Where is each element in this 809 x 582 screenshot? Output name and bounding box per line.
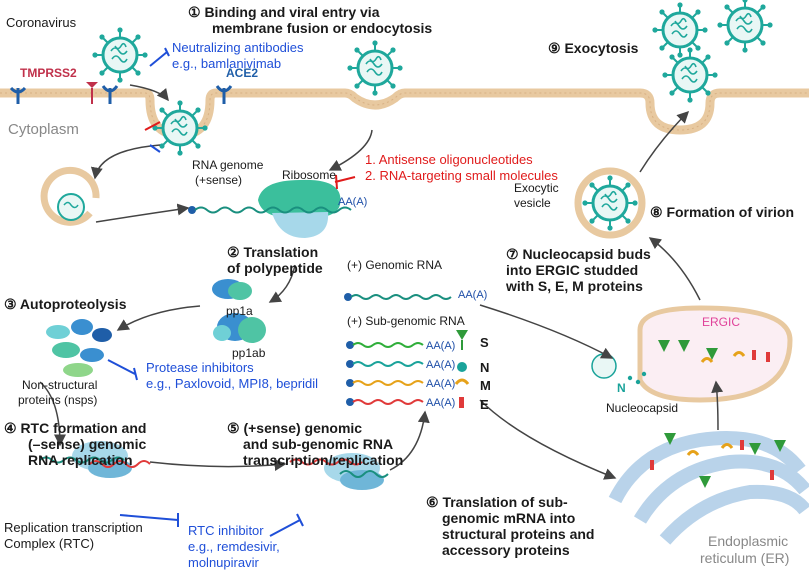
step6-title: ⑥ Translation of sub- xyxy=(426,494,568,510)
step1-title: ① Binding and viral entry via xyxy=(188,4,380,20)
er-label: Endoplasmic xyxy=(708,533,789,549)
step7-title-2: into ERGIC studded xyxy=(506,262,639,278)
subgenomic-polya-1: AA(A) xyxy=(426,340,456,352)
process-arrows xyxy=(39,84,724,480)
pp1a-protein-icon xyxy=(212,279,252,300)
released-virus-icon-2 xyxy=(715,0,775,55)
genomic-rna-label: (+) Genomic RNA xyxy=(347,258,443,272)
nsps-protein-icon xyxy=(46,319,112,377)
ace2-label: ACE2 xyxy=(226,66,259,80)
neutralizing-antibodies-label: Neutralizing antibodies xyxy=(172,40,304,55)
step4-title-2: (–sense) genomic xyxy=(28,436,147,452)
step2-title: ② Translation xyxy=(227,244,319,260)
inhibitor-symbols xyxy=(107,47,356,537)
coronavirus-icon xyxy=(90,25,150,85)
rtc-label-2: Complex (RTC) xyxy=(4,536,95,551)
pp1ab-label: pp1ab xyxy=(232,346,266,360)
step8-title: ⑧ Formation of virion xyxy=(650,204,794,220)
rna-genome-label: RNA genome xyxy=(192,158,264,172)
neutralizing-antibodies-example: e.g., bamlanivimab xyxy=(172,56,282,71)
rna-genome-sense: (+sense) xyxy=(195,173,243,187)
step4-title: ④ RTC formation and xyxy=(4,420,147,436)
released-virus-icon xyxy=(650,0,710,60)
protein-e-label: E xyxy=(480,397,489,412)
nsps-label: Non-structural xyxy=(22,378,98,392)
step9-title: ⑨ Exocytosis xyxy=(548,40,639,56)
subgenomic-rna-strands xyxy=(346,341,424,406)
step6-title-2: genomic mRNA into xyxy=(442,510,576,526)
exocytic-vesicle-label-2: vesicle xyxy=(514,196,551,210)
subgenomic-polya-3: AA(A) xyxy=(426,378,456,390)
step4-title-3: RNA replication xyxy=(28,452,133,468)
subgenomic-polya-2: AA(A) xyxy=(426,359,456,371)
structural-protein-legend xyxy=(454,330,470,408)
endosome-icon xyxy=(40,166,100,226)
rtc-complex-icon xyxy=(39,441,151,478)
exocytic-vesicle-icon xyxy=(574,167,646,239)
coronavirus-label: Coronavirus xyxy=(6,15,77,30)
fusing-virus-icon xyxy=(345,38,405,98)
ergic-icon xyxy=(637,305,793,403)
ace2-receptor xyxy=(101,85,233,104)
er-label-2: reticulum (ER) xyxy=(700,550,790,566)
n-label: N xyxy=(617,381,626,395)
rtc-complex-icon-2 xyxy=(289,453,389,490)
tmprss2-receptor xyxy=(9,86,27,104)
subgenomic-polya-4: AA(A) xyxy=(426,397,456,409)
exocytosing-virus-icon xyxy=(660,45,720,105)
cytoplasm-label: Cytoplasm xyxy=(8,121,79,138)
antisense-inhibitor-label: 1. Antisense oligonucleotides xyxy=(365,152,533,167)
rtc-inhibitor-example-2: molnupiravir xyxy=(188,555,259,570)
rtc-label: Replication transcription xyxy=(4,520,143,535)
rtc-inhibitor-label: RTC inhibitor xyxy=(188,523,264,538)
exocytic-vesicle-label: Exocytic xyxy=(514,181,559,195)
step5-title: ⑤ (+sense) genomic xyxy=(227,420,363,436)
genomic-polya: AA(A) xyxy=(458,289,488,301)
ergic-label: ERGIC xyxy=(702,315,741,329)
polya-label: AA(A) xyxy=(338,196,368,208)
step1-title-2: membrane fusion or endocytosis xyxy=(212,20,433,36)
step7-title: ⑦ Nucleocapsid buds xyxy=(506,246,651,262)
rna-small-molecule-label: 2. RNA-targeting small molecules xyxy=(365,168,558,183)
pp1ab-protein-icon xyxy=(213,313,266,343)
genomic-rna-strand xyxy=(344,293,452,301)
step6-title-3: structural proteins and xyxy=(442,526,595,542)
protein-m-label: M xyxy=(480,378,491,393)
protein-n-label: N xyxy=(480,360,490,375)
step2-title-2: of polypeptide xyxy=(227,260,323,276)
step3-title: ③ Autoproteolysis xyxy=(4,296,127,312)
tmprss2-receptor-2 xyxy=(86,82,98,104)
nsps-label-2: proteins (nsps) xyxy=(18,393,98,407)
protease-inhibitors-label: Protease inhibitors xyxy=(146,360,254,375)
er-icon xyxy=(608,431,809,545)
endocytosed-virus-icon xyxy=(150,98,210,158)
protease-inhibitors-example: e.g., Paxlovoid, MPI8, bepridil xyxy=(146,376,318,391)
nucleocapsid-label: Nucleocapsid xyxy=(606,401,679,415)
step5-title-2: and sub-genomic RNA xyxy=(243,436,394,452)
rna-genome-strand xyxy=(188,206,352,214)
ribosome-label: Ribosome xyxy=(282,168,337,182)
tmprss2-label: TMPRSS2 xyxy=(20,66,77,80)
subgenomic-rna-label: (+) Sub-genomic RNA xyxy=(347,314,465,328)
step5-title-3: transcription/replication xyxy=(243,452,404,468)
step6-title-4: accessory proteins xyxy=(442,542,570,558)
protein-s-label: S xyxy=(480,335,489,350)
pp1a-label: pp1a xyxy=(226,304,253,318)
rtc-inhibitor-example: e.g., remdesivir, xyxy=(188,539,280,554)
step7-title-3: with S, E, M proteins xyxy=(506,278,643,294)
